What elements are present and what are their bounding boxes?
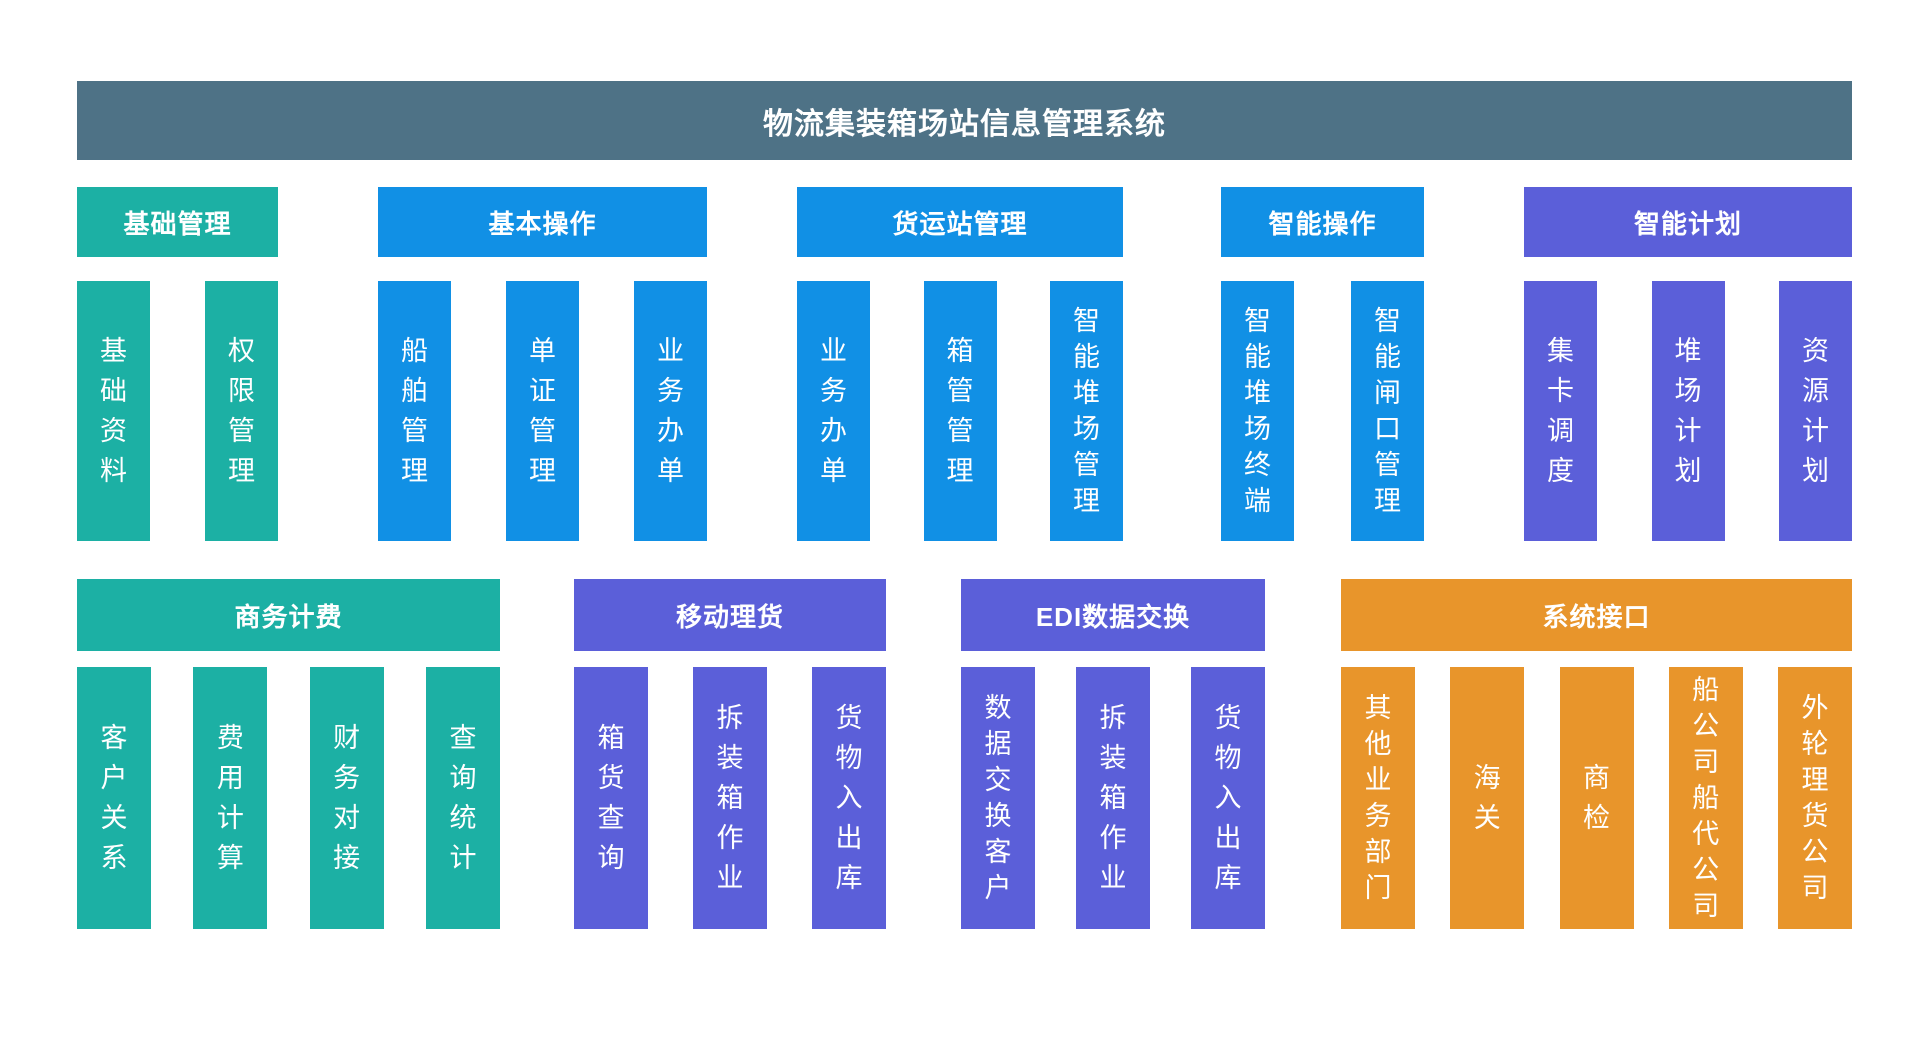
node-label: 智能堆场管理: [1073, 306, 1100, 516]
node-label: 智能堆场终端: [1244, 306, 1271, 516]
node-label: 费用计算: [216, 723, 244, 873]
node-label: 其他业务部门: [1364, 693, 1392, 903]
diagram-node: 箱管管理: [923, 281, 997, 541]
node-label: 智能闸口管理: [1374, 306, 1401, 516]
group-system-interfaces: 系统接口 其他业务部门 海关 商检 船公司船代公司 外轮理货公司: [1341, 579, 1852, 929]
group-header-freight-station-management: 货运站管理: [797, 187, 1123, 257]
diagram-node: 基础资料: [77, 281, 150, 541]
diagram-node: 费用计算: [193, 667, 268, 929]
group-columns: 其他业务部门 海关 商检 船公司船代公司 外轮理货公司: [1341, 667, 1852, 929]
node-label: 货物入出库: [835, 703, 863, 893]
group-intelligent-operations: 智能操作 智能堆场终端 智能闸口管理: [1221, 187, 1424, 541]
diagram-node: 单证管理: [506, 281, 579, 541]
node-label: 业务办单: [820, 336, 847, 486]
diagram-node: 箱货查询: [574, 667, 648, 929]
group-columns: 智能堆场终端 智能闸口管理: [1221, 281, 1424, 541]
diagram-node: 资源计划: [1779, 281, 1852, 541]
diagram-node: 数据交换客户: [961, 667, 1035, 929]
group-mobile-tally: 移动理货 箱货查询 拆装箱作业 货物入出库: [574, 579, 886, 929]
node-label: 堆场计划: [1674, 336, 1702, 486]
node-label: 单证管理: [529, 336, 556, 486]
group-header-business-billing: 商务计费: [77, 579, 500, 651]
diagram-node: 船舶管理: [378, 281, 451, 541]
node-label: 财务对接: [333, 723, 361, 873]
diagram-node: 业务办单: [634, 281, 707, 541]
node-label: 船舶管理: [401, 336, 428, 486]
node-label: 基础资料: [100, 336, 127, 486]
node-label: 业务办单: [657, 336, 684, 486]
node-label: 外轮理货公司: [1801, 693, 1829, 903]
diagram-node: 财务对接: [309, 667, 384, 929]
diagram-node: 商检: [1559, 667, 1634, 929]
group-header-intelligent-operations: 智能操作: [1221, 187, 1424, 257]
diagram-node: 业务办单: [797, 281, 870, 541]
diagram-node: 外轮理货公司: [1778, 667, 1852, 929]
group-columns: 客户关系 费用计算 财务对接 查询统计: [77, 667, 500, 929]
group-columns: 船舶管理 单证管理 业务办单: [378, 281, 707, 541]
group-header-system-interfaces: 系统接口: [1341, 579, 1852, 651]
group-business-billing: 商务计费 客户关系 费用计算 财务对接 查询统计: [77, 579, 500, 929]
node-label: 海关: [1473, 763, 1501, 833]
group-header-basic-management: 基础管理: [77, 187, 278, 257]
group-freight-station-management: 货运站管理 业务办单 箱管管理 智能堆场管理: [797, 187, 1123, 541]
node-label: 查询统计: [449, 723, 477, 873]
node-label: 集卡调度: [1547, 336, 1574, 486]
group-columns: 箱货查询 拆装箱作业 货物入出库: [574, 667, 886, 929]
node-label: 拆装箱作业: [1099, 703, 1127, 893]
diagram-node: 智能堆场终端: [1221, 281, 1294, 541]
diagram-node: 集卡调度: [1524, 281, 1597, 541]
group-columns: 基础资料 权限管理: [77, 281, 278, 541]
diagram-title: 物流集装箱场站信息管理系统: [763, 107, 1166, 141]
diagram-node: 智能闸口管理: [1351, 281, 1424, 541]
group-columns: 数据交换客户 拆装箱作业 货物入出库: [961, 667, 1265, 929]
diagram-node: 权限管理: [205, 281, 278, 541]
diagram-node: 查询统计: [425, 667, 500, 929]
group-intelligent-planning: 智能计划 集卡调度 堆场计划 资源计划: [1524, 187, 1852, 541]
node-label: 箱货查询: [597, 723, 625, 873]
group-basic-operations: 基本操作 船舶管理 单证管理 业务办单: [378, 187, 707, 541]
diagram-node: 货物入出库: [1191, 667, 1265, 929]
node-label: 商检: [1583, 763, 1610, 833]
node-label: 拆装箱作业: [716, 703, 744, 893]
group-columns: 业务办单 箱管管理 智能堆场管理: [797, 281, 1123, 541]
group-header-intelligent-planning: 智能计划: [1524, 187, 1852, 257]
group-basic-management: 基础管理 基础资料 权限管理: [77, 187, 278, 541]
node-label: 数据交换客户: [984, 693, 1012, 903]
node-label: 权限管理: [228, 336, 255, 486]
diagram-node: 拆装箱作业: [693, 667, 767, 929]
diagram-node: 拆装箱作业: [1076, 667, 1150, 929]
group-header-basic-operations: 基本操作: [378, 187, 707, 257]
diagram-title-bar: 物流集装箱场站信息管理系统: [77, 81, 1852, 160]
group-columns: 集卡调度 堆场计划 资源计划: [1524, 281, 1852, 541]
diagram-node: 船公司船代公司: [1668, 667, 1743, 929]
diagram-node: 货物入出库: [812, 667, 886, 929]
diagram-node: 客户关系: [77, 667, 151, 929]
node-label: 资源计划: [1802, 336, 1829, 486]
diagram-node: 堆场计划: [1651, 281, 1725, 541]
node-label: 箱管管理: [946, 336, 974, 486]
node-label: 货物入出库: [1214, 703, 1242, 893]
diagram-node: 海关: [1450, 667, 1525, 929]
group-header-mobile-tally: 移动理货: [574, 579, 886, 651]
group-edi-data-exchange: EDI数据交换 数据交换客户 拆装箱作业 货物入出库: [961, 579, 1265, 929]
diagram-node: 其他业务部门: [1341, 667, 1415, 929]
diagram-node: 智能堆场管理: [1050, 281, 1123, 541]
group-header-edi-data-exchange: EDI数据交换: [961, 579, 1265, 651]
node-label: 船公司船代公司: [1692, 675, 1720, 921]
node-label: 客户关系: [100, 723, 128, 873]
